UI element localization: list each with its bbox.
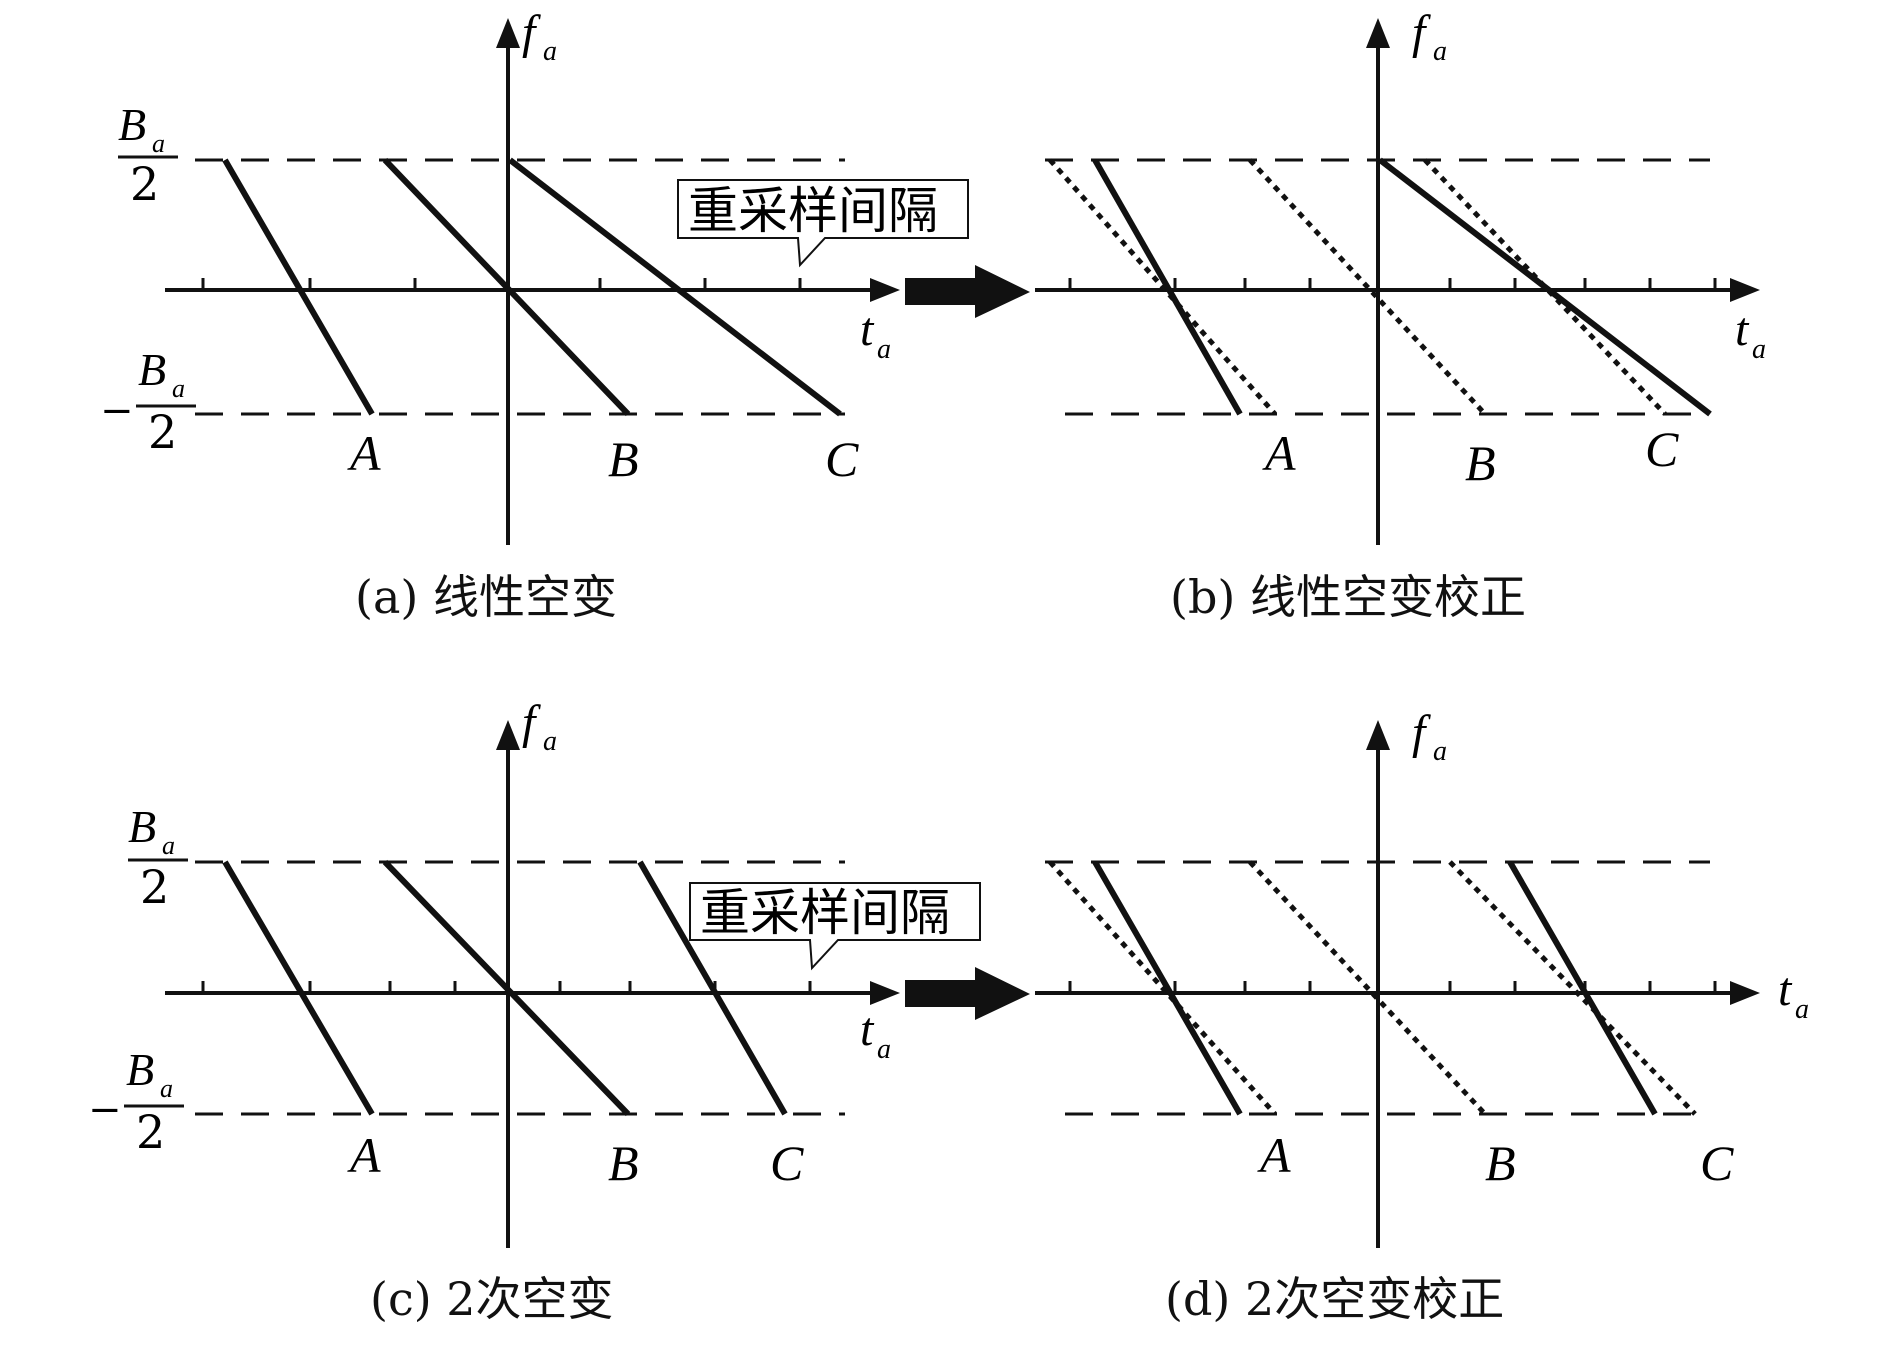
- transition-arrow-top: [905, 265, 1030, 318]
- line-a: [1092, 860, 1243, 1116]
- upper-band-label: B a 2: [128, 801, 188, 914]
- f-axis-subscript: a: [1433, 736, 1447, 767]
- dotted-line-c: [1448, 860, 1697, 1116]
- dotted-line-b: [1248, 860, 1487, 1116]
- t-axis-arrow: [1730, 278, 1760, 302]
- svg-text:−: −: [100, 388, 134, 434]
- panel-b: f a t a A B C (b) 线性空变校正: [1035, 6, 1766, 624]
- f-axis-arrow: [1366, 18, 1390, 48]
- line-b: [382, 157, 631, 417]
- tick-marks: [201, 278, 802, 290]
- svg-text:2: 2: [136, 1105, 165, 1159]
- panel-a: f a t a B a 2 − B a 2 A B C 重采样间隔 (a) 线性…: [100, 6, 969, 624]
- svg-text:a: a: [172, 374, 185, 403]
- f-axis-label: f: [522, 696, 541, 749]
- caption-d: (d) 2次空变校正: [1165, 1272, 1504, 1326]
- panel-d: f a t a A B C (d) 2次空变校正: [1035, 706, 1809, 1326]
- t-axis-label: t: [860, 303, 875, 356]
- svg-text:2: 2: [148, 405, 177, 459]
- resample-callout: 重采样间隔: [689, 882, 981, 971]
- lower-band-label: − B a 2: [88, 1044, 184, 1159]
- t-axis-label: t: [1778, 963, 1793, 1016]
- point-b-label: B: [1465, 435, 1496, 491]
- svg-text:a: a: [160, 1074, 173, 1103]
- f-axis-arrow: [1366, 720, 1390, 750]
- lower-band-label: − B a 2: [100, 344, 196, 459]
- t-axis-subscript: a: [1795, 994, 1809, 1025]
- point-a-label: A: [1262, 425, 1296, 481]
- point-a-label: A: [347, 425, 381, 481]
- dotted-line-b: [1248, 158, 1487, 416]
- t-axis-subscript: a: [1752, 334, 1766, 365]
- t-axis-arrow: [870, 981, 900, 1005]
- f-axis-arrow: [496, 720, 520, 750]
- svg-text:−: −: [88, 1087, 122, 1133]
- t-axis-arrow: [870, 278, 900, 302]
- svg-text:重采样间隔: 重采样间隔: [700, 884, 950, 942]
- caption-a: (a) 线性空变: [355, 570, 617, 624]
- t-axis-subscript: a: [877, 1034, 891, 1065]
- f-axis-subscript: a: [1433, 36, 1447, 67]
- f-axis-label: f: [1412, 6, 1431, 59]
- point-b-label: B: [1485, 1135, 1516, 1191]
- point-b-label: B: [608, 1135, 639, 1191]
- line-c: [637, 860, 788, 1116]
- upper-band-label: B a 2: [118, 99, 178, 211]
- caption-c: (c) 2次空变: [370, 1272, 614, 1326]
- f-axis-label: f: [1412, 706, 1431, 759]
- transition-arrow-bottom: [905, 967, 1030, 1020]
- svg-text:2: 2: [140, 860, 169, 914]
- svg-text:a: a: [152, 129, 165, 158]
- svg-text:重采样间隔: 重采样间隔: [688, 182, 938, 240]
- point-c-label: C: [770, 1135, 804, 1191]
- resample-callout: 重采样间隔: [677, 179, 969, 268]
- svg-text:B: B: [138, 344, 166, 395]
- tick-marks: [1068, 278, 1717, 290]
- f-axis-arrow: [496, 18, 520, 48]
- f-axis-subscript: a: [543, 726, 557, 757]
- line-a: [222, 158, 375, 416]
- line-c: [1507, 860, 1658, 1116]
- point-a-label: A: [1257, 1127, 1291, 1183]
- t-axis-subscript: a: [877, 334, 891, 365]
- svg-text:a: a: [162, 831, 175, 860]
- line-c: [1378, 157, 1712, 417]
- t-axis-label: t: [860, 1003, 875, 1056]
- point-b-label: B: [608, 431, 639, 487]
- f-axis-label: f: [522, 6, 541, 59]
- svg-text:2: 2: [130, 157, 159, 211]
- line-c: [508, 157, 842, 417]
- svg-text:B: B: [118, 99, 146, 150]
- t-axis-arrow: [1730, 981, 1760, 1005]
- point-c-label: C: [1700, 1135, 1734, 1191]
- panel-c: f a t a B a 2 − B a 2 A B C 重采样间隔 (c) 2次…: [88, 696, 981, 1326]
- line-a: [222, 860, 375, 1116]
- caption-b: (b) 线性空变校正: [1170, 570, 1526, 624]
- dotted-line-a: [1048, 860, 1277, 1116]
- line-b: [382, 859, 631, 1117]
- dotted-line-c: [1423, 158, 1667, 416]
- svg-text:B: B: [126, 1044, 154, 1095]
- t-axis-label: t: [1735, 303, 1750, 356]
- svg-text:B: B: [128, 801, 156, 852]
- f-axis-subscript: a: [543, 36, 557, 67]
- line-a: [1092, 158, 1243, 416]
- point-c-label: C: [825, 431, 859, 487]
- dotted-line-a: [1048, 158, 1277, 416]
- point-c-label: C: [1645, 421, 1679, 477]
- tick-marks: [1068, 981, 1717, 993]
- point-a-label: A: [347, 1127, 381, 1183]
